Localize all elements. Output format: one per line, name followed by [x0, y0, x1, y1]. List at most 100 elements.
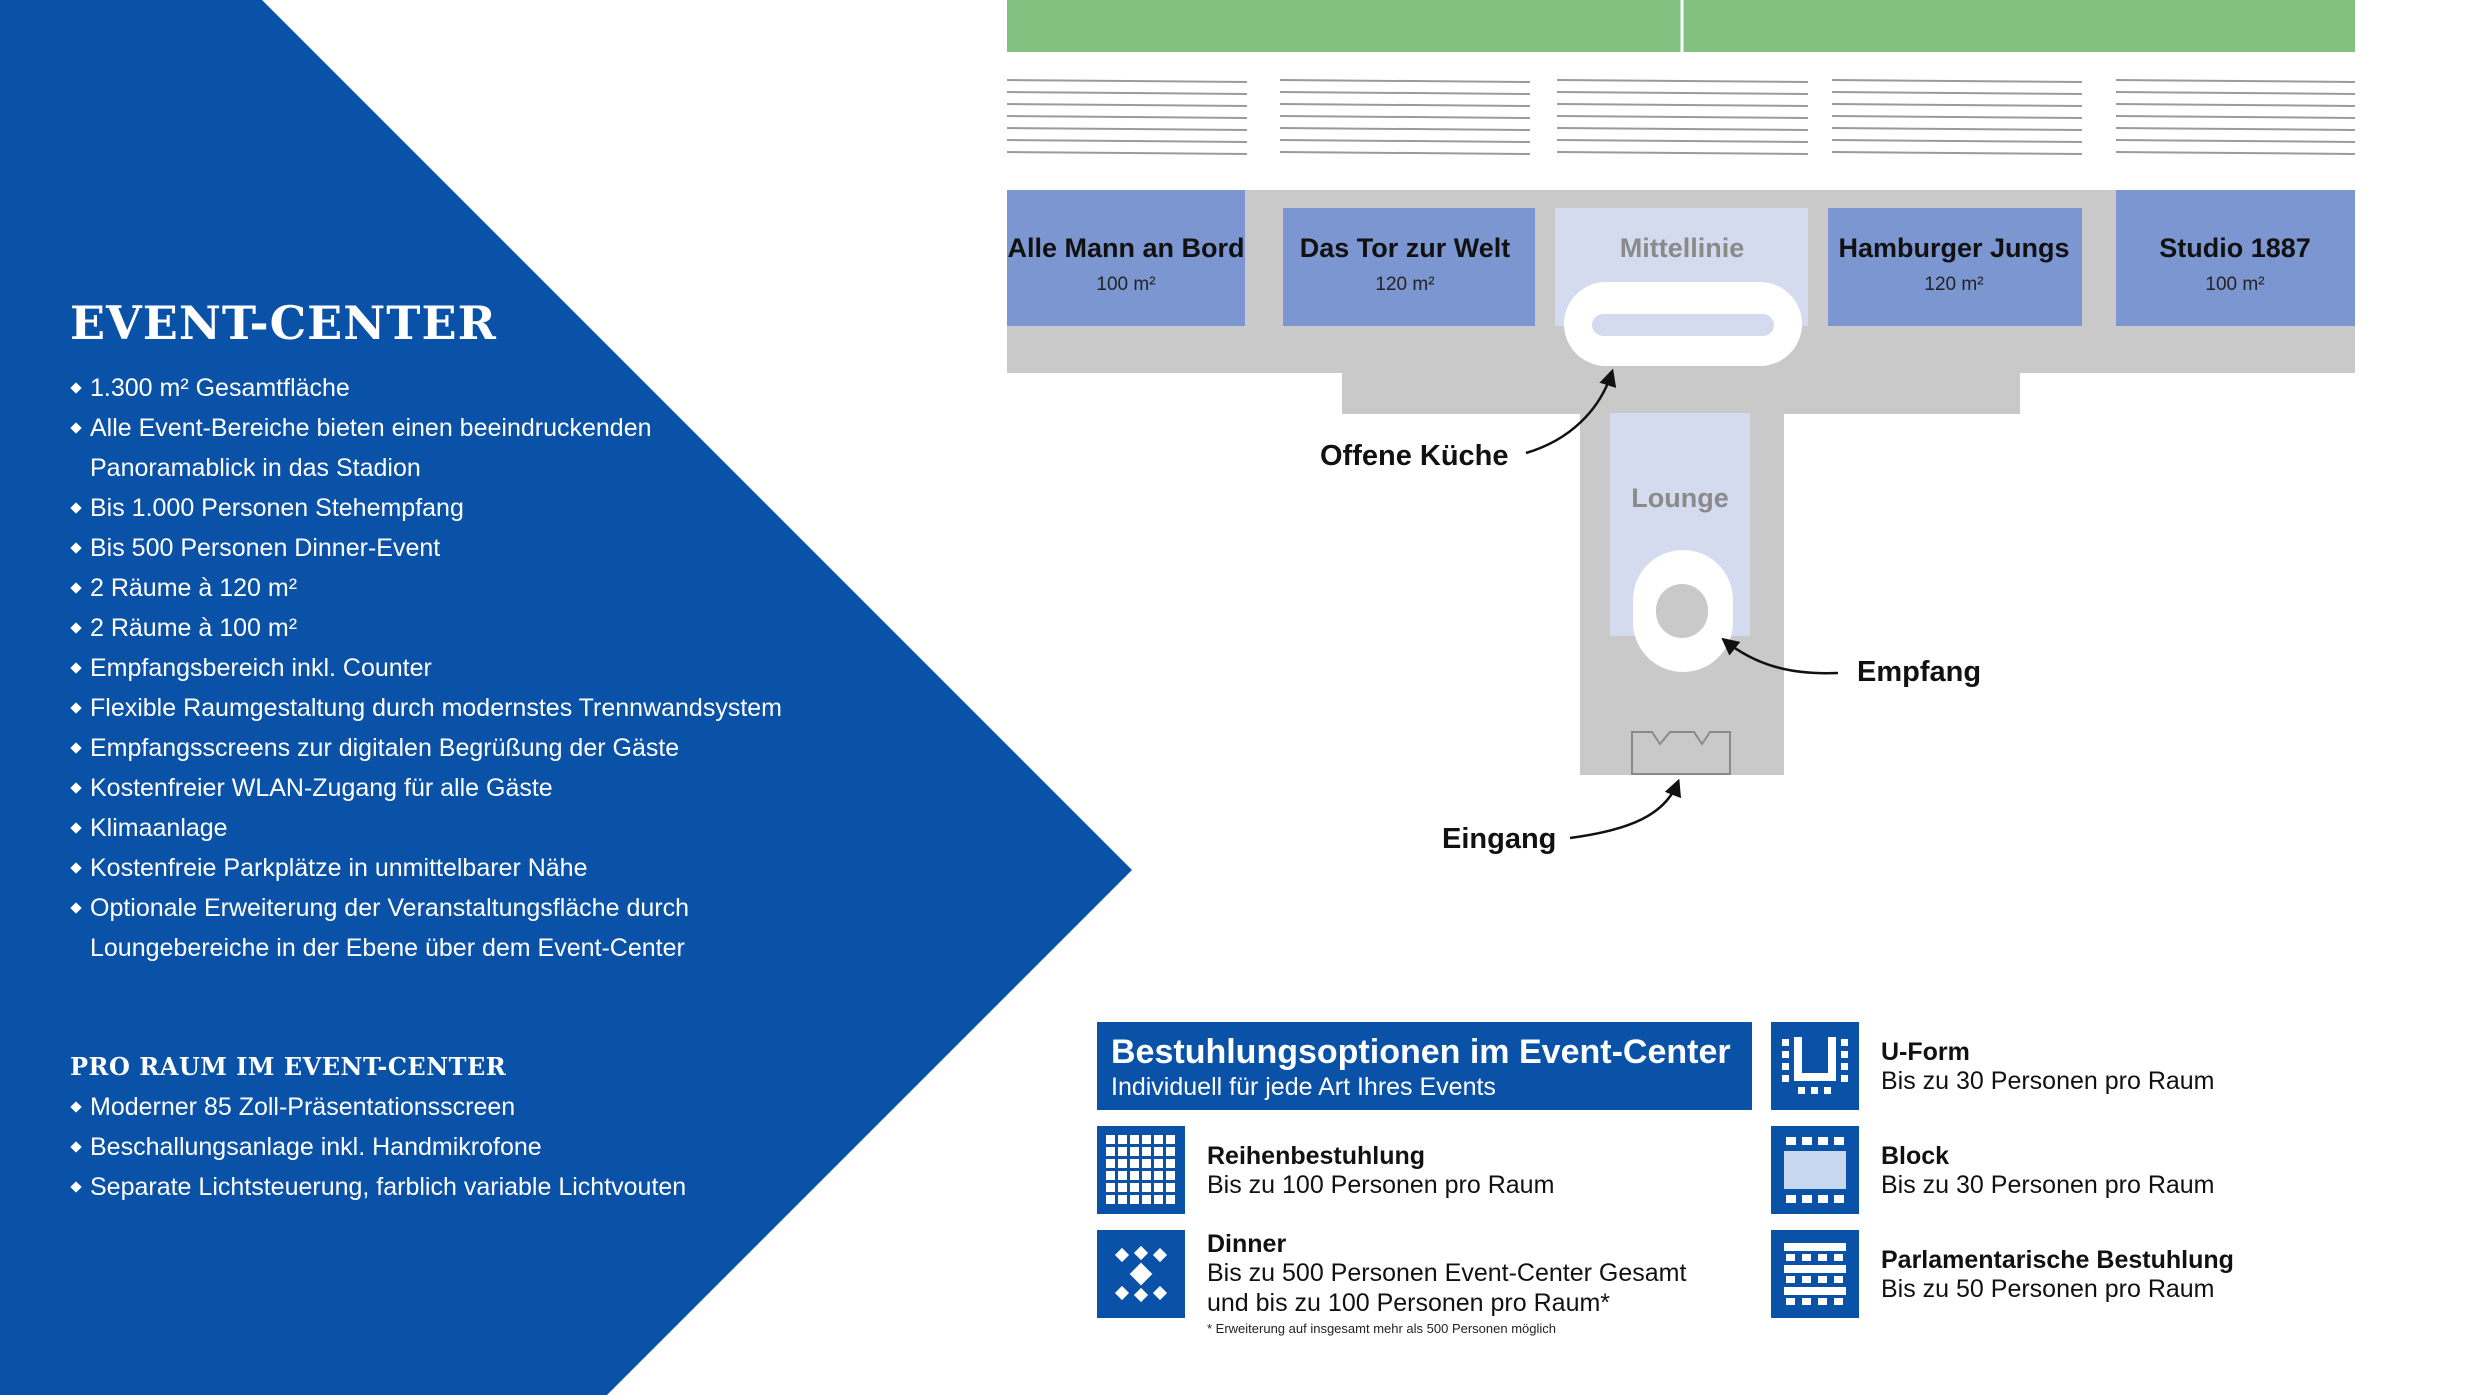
entrance-callout-arrow	[1569, 778, 1681, 840]
seating-option-name: U-Form	[1881, 1038, 1970, 1066]
room-studio-1887[interactable]	[2116, 190, 2355, 326]
seating-option-desc: und bis zu 100 Personen pro Raum*	[1207, 1289, 1611, 1317]
seat-square	[1142, 1159, 1151, 1168]
parliament-seating-icon	[1771, 1230, 1859, 1318]
rows-seating-icon	[1097, 1126, 1185, 1214]
feature-item: Alle Event-Bereiche bieten einen beeindr…	[70, 408, 970, 448]
entrance-door	[1631, 731, 1731, 775]
seat-square	[1154, 1135, 1163, 1144]
seat-square	[1106, 1159, 1115, 1168]
seating-option-desc: Bis zu 500 Personen Event-Center Gesamt	[1207, 1259, 1687, 1287]
reception-callout-arrow	[1721, 637, 1839, 675]
seat-square	[1130, 1195, 1139, 1204]
seating-option-footnote: * Erweiterung auf insgesamt mehr als 500…	[1207, 1321, 1557, 1336]
stand-row-line	[1279, 127, 1531, 131]
seating-options-title: Bestuhlungsoptionen im Event-Center	[1111, 1033, 1731, 1071]
room-label: Alle Mann an Bord	[1007, 233, 1244, 263]
stand-row-line	[1831, 103, 2083, 107]
seating-option-dinner: Dinner Bis zu 500 Personen Event-Center …	[1097, 1230, 1686, 1340]
room-alle-mann-an-bord[interactable]	[1007, 190, 1245, 326]
seating-option-name: Reihenbestuhlung	[1207, 1142, 1426, 1170]
seat-square	[1118, 1147, 1127, 1156]
open-kitchen-counter-inner	[1592, 314, 1774, 336]
feature-item: Bis 500 Personen Dinner-Event	[70, 528, 970, 568]
seating-options-subtitle: Individuell für jede Art Ihres Events	[1111, 1073, 1496, 1101]
stand-row-line	[1556, 91, 1809, 95]
per-room-item: Separate Lichtsteuerung, farblich variab…	[70, 1167, 970, 1207]
per-room-feature-list: Moderner 85 Zoll-Präsentationsscreen Bes…	[70, 1087, 970, 1207]
stand-row-line	[2115, 139, 2356, 143]
stand-row-line	[1279, 115, 1531, 119]
seat-square	[1166, 1183, 1175, 1192]
stand-row-line	[2115, 127, 2356, 131]
seat-square	[1166, 1195, 1175, 1204]
stand-row-line	[2115, 91, 2356, 95]
stand-row-line	[1556, 151, 1809, 155]
u-form-seating-icon	[1771, 1022, 1859, 1110]
seating-option-desc: Bis zu 30 Personen pro Raum	[1881, 1067, 2215, 1095]
seat-square	[1166, 1135, 1175, 1144]
stands	[1006, 79, 2356, 155]
seat-square	[1142, 1171, 1151, 1180]
room-label: Mittellinie	[1620, 233, 1745, 263]
stand-row-line	[1279, 139, 1531, 143]
stand-row-line	[2115, 115, 2356, 119]
feature-item: Empfangsscreens zur digitalen Begrüßung …	[70, 728, 970, 768]
seating-option-name: Dinner	[1207, 1230, 1287, 1258]
feature-item: Empfangsbereich inkl. Counter	[70, 648, 970, 688]
seat-square	[1118, 1159, 1127, 1168]
event-center-heading: EVENT-CENTER	[70, 296, 497, 350]
room-size-label: 120 m²	[1375, 274, 1434, 295]
stand-row-line	[1279, 91, 1531, 95]
stand-row-line	[1279, 151, 1531, 155]
seat-square	[1166, 1171, 1175, 1180]
feature-item: 2 Räume à 120 m²	[70, 568, 970, 608]
per-room-heading: PRO RAUM IM EVENT-CENTER	[70, 1052, 507, 1081]
seat-square	[1154, 1195, 1163, 1204]
lounge-label: Lounge	[1631, 483, 1728, 513]
room-das-tor-zur-welt[interactable]	[1283, 208, 1535, 326]
stand-row-line	[1556, 115, 1809, 119]
per-room-info: PRO RAUM IM EVENT-CENTER Moderner 85 Zol…	[70, 1055, 970, 1207]
seating-options-header: Bestuhlungsoptionen im Event-Center Indi…	[1097, 1022, 1752, 1110]
seating-option-u-form: U-Form Bis zu 30 Personen pro Raum	[1771, 1022, 2215, 1110]
seat-square	[1142, 1147, 1151, 1156]
seat-square	[1142, 1195, 1151, 1204]
feature-item: Kostenfreie Parkplätze in unmittelbarer …	[70, 848, 970, 888]
seat-square	[1118, 1195, 1127, 1204]
seat-square	[1106, 1171, 1115, 1180]
room-label: Das Tor zur Welt	[1300, 233, 1511, 263]
seat-square	[1118, 1171, 1127, 1180]
seat-square	[1154, 1159, 1163, 1168]
stand-row-line	[1556, 139, 1809, 143]
seat-square	[1154, 1147, 1163, 1156]
feature-item-continuation: Loungebereiche in der Ebene über dem Eve…	[90, 934, 685, 962]
feature-item: Kostenfreier WLAN-Zugang für alle Gäste	[70, 768, 970, 808]
seat-square	[1106, 1195, 1115, 1204]
stand-row-line	[1556, 103, 1809, 107]
seating-option-desc: Bis zu 50 Personen pro Raum	[1881, 1275, 2215, 1303]
seat-square	[1130, 1171, 1139, 1180]
stand-row-line	[1279, 79, 1531, 83]
stand-row-line	[1831, 127, 2083, 131]
block-seating-icon	[1771, 1126, 1859, 1214]
stand-row-line	[1556, 127, 1809, 131]
seating-option-name: Block	[1881, 1142, 1950, 1170]
stand-row-line	[1279, 103, 1531, 107]
seating-option-desc: Bis zu 30 Personen pro Raum	[1881, 1171, 2215, 1199]
seat-square	[1142, 1135, 1151, 1144]
per-room-item: Moderner 85 Zoll-Präsentationsscreen	[70, 1087, 970, 1127]
feature-item: Flexible Raumgestaltung durch modernstes…	[70, 688, 970, 728]
seating-option-name: Parlamentarische Bestuhlung	[1881, 1246, 2234, 1274]
kitchen-callout-label: Offene Küche	[1320, 440, 1509, 472]
stand-row-line	[1006, 151, 1248, 155]
feature-item: 1.300 m² Gesamtfläche	[70, 368, 970, 408]
seat-square	[1130, 1183, 1139, 1192]
event-center-feature-list: 1.300 m² Gesamtfläche Alle Event-Bereich…	[70, 368, 970, 968]
room-hamburger-jungs[interactable]	[1828, 208, 2082, 326]
seat-square	[1142, 1183, 1151, 1192]
per-room-item: Beschallungsanlage inkl. Handmikrofone	[70, 1127, 970, 1167]
seat-square	[1154, 1171, 1163, 1180]
room-label: Hamburger Jungs	[1838, 233, 2069, 263]
